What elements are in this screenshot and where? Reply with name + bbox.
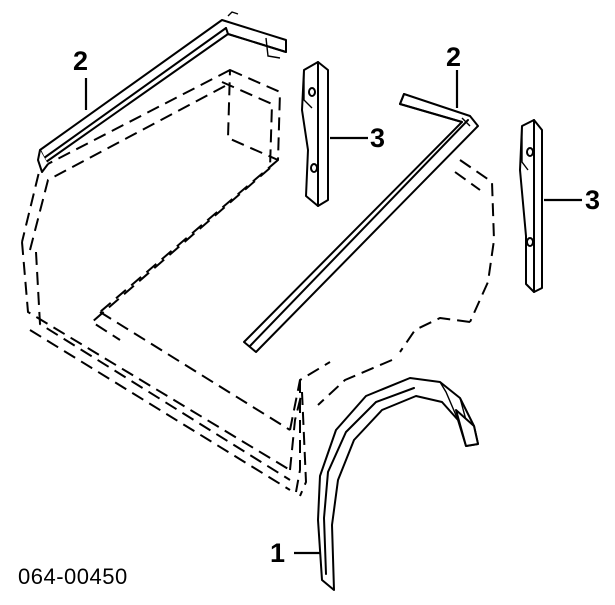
stake-bracket-left <box>301 61 329 207</box>
leader-lines <box>84 70 582 555</box>
callout-1: 1 <box>270 538 286 568</box>
callout-3-right: 3 <box>585 185 601 215</box>
callout-2-left: 2 <box>73 46 89 76</box>
bed-rail-cap-right <box>243 93 479 353</box>
bed-rail-cap-left <box>37 11 287 173</box>
callout-3-left: 3 <box>370 123 386 153</box>
stake-bracket-right <box>519 119 543 293</box>
wheel-flare <box>317 377 479 591</box>
callout-2-right: 2 <box>446 42 462 72</box>
truck-bed-outline <box>21 69 495 497</box>
part-number-label: 064-00450 <box>18 564 128 589</box>
